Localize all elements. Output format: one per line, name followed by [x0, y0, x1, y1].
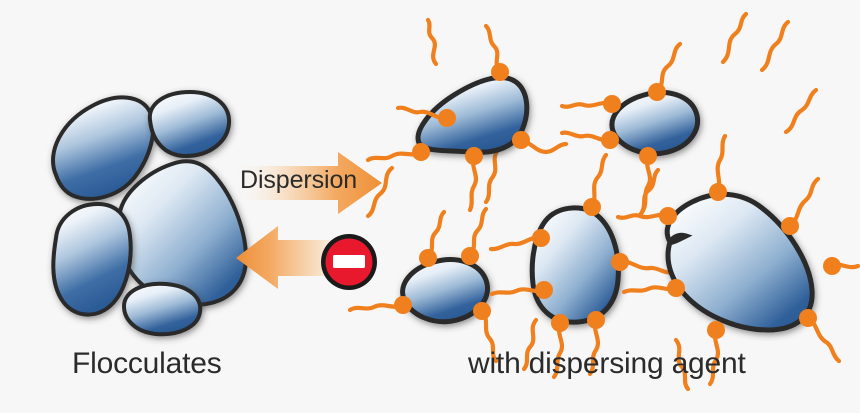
surfactant-head: [667, 279, 685, 297]
surfactant-head: [603, 95, 621, 113]
surfactant-head: [709, 183, 727, 201]
surfactant-head: [551, 314, 569, 332]
surfactant-tail: [425, 209, 447, 261]
surfactant-head: [535, 281, 553, 299]
surfactant-head: [394, 296, 412, 314]
caption-flocculates: Flocculates: [72, 347, 222, 380]
surfactant-tail: [551, 320, 565, 380]
flocculate-particle: [51, 201, 133, 317]
surfactant-tail: [617, 259, 675, 275]
surfactant-tail: [425, 17, 439, 67]
dispersion-arrow-right: [232, 152, 382, 214]
surfactant-head-group: [532, 198, 629, 332]
surfactant-tail: [787, 176, 821, 229]
surfactant-head: [648, 83, 666, 101]
surfactant-head: [419, 249, 437, 267]
surfactant-tail: [707, 327, 721, 387]
surfactant-head: [587, 311, 605, 329]
flocculate-cluster: [51, 89, 249, 337]
surfactant-tail: [587, 317, 601, 377]
surfactant-tail: [365, 165, 395, 219]
surfactant-tail: [720, 11, 749, 65]
surfactant-head: [611, 253, 629, 271]
surfactant-head: [532, 229, 550, 247]
dispersed-particle-group: [488, 152, 675, 380]
surfactant-head: [512, 131, 530, 149]
dispersed-particle: [609, 89, 700, 157]
flocculate-particle: [121, 281, 203, 337]
surfactant-head: [823, 257, 841, 275]
surfactant-head-group: [601, 83, 666, 165]
surfactant-tail: [639, 153, 653, 215]
surfactant-head-group: [394, 247, 491, 320]
surfactant-tail: [759, 19, 791, 73]
surfactant-tail: [467, 153, 479, 213]
surfactant-tail: [783, 87, 819, 135]
surfactant-head: [639, 147, 657, 165]
surfactant-tail: [589, 152, 609, 210]
flocculation-arrow-left: [236, 226, 352, 289]
no-entry-sign: [321, 234, 377, 290]
dispersed-particle-group: [615, 133, 860, 387]
surfactant-head-group: [659, 183, 841, 339]
dispersed-particle-group: [347, 206, 499, 364]
surfactant-head-group: [412, 63, 530, 165]
surfactant-head: [412, 143, 430, 161]
surfactant-tail: [673, 337, 691, 392]
surfactant-head: [491, 63, 509, 81]
surfactant-tail: [467, 206, 489, 259]
surfactant-head: [799, 309, 817, 327]
surfactant-head: [461, 247, 479, 265]
surfactant-head: [473, 302, 491, 320]
surfactant-head: [659, 207, 677, 225]
caption-with-dispersing-agent: with dispersing agent: [468, 347, 746, 380]
dispersed-particle-group: [365, 23, 569, 213]
surfactant-head: [601, 131, 619, 149]
process-label-dispersion: Dispersion: [240, 166, 358, 194]
dispersed-particle-group: [559, 41, 700, 215]
surfactant-head: [583, 198, 601, 216]
dispersed-particle: [529, 205, 621, 325]
dispersed-cluster: [347, 11, 860, 392]
surfactant-tail: [521, 317, 539, 372]
surfactant-head: [465, 147, 483, 165]
free-surfactant-group: [365, 11, 819, 392]
surfactant-head: [781, 217, 799, 235]
dispersed-particle: [400, 257, 490, 325]
flocculate-particle: [147, 89, 231, 159]
surfactant-tail: [483, 147, 501, 205]
surfactant-tail: [805, 315, 842, 364]
surfactant-head: [707, 321, 725, 339]
surfactant-head: [438, 109, 456, 127]
surfactant-tail: [715, 133, 728, 195]
